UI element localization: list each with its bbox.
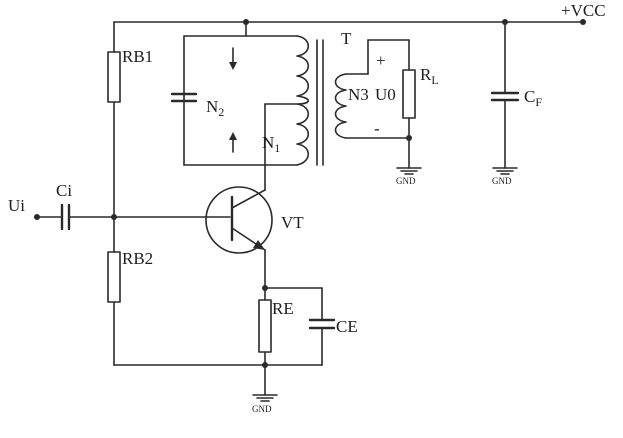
vcc-terminal xyxy=(580,19,586,25)
emitter-resistor-re xyxy=(258,299,272,353)
secondary-coil-n3 xyxy=(334,39,410,139)
ci-label: Ci xyxy=(56,181,72,200)
current-arrow-down-icon xyxy=(229,47,237,70)
rl-label: RL xyxy=(420,65,439,87)
gnd-label: GND xyxy=(252,404,272,414)
transformer-label: T xyxy=(341,29,352,48)
vt-label: VT xyxy=(281,213,304,232)
ground-symbol-icon xyxy=(396,167,422,175)
plus-sign: + xyxy=(376,51,386,70)
ground-symbol-icon xyxy=(252,394,278,402)
rb2-label: RB2 xyxy=(122,249,153,268)
filter-capacitor-cf xyxy=(490,21,520,169)
n3-label: N3 xyxy=(348,85,369,104)
input-terminal xyxy=(34,214,63,220)
bias-resistor-rb2 xyxy=(107,216,121,366)
bias-resistor-rb1 xyxy=(107,21,121,218)
vcc-label: +VCC xyxy=(561,1,606,20)
u0-label: U0 xyxy=(375,85,396,104)
load-resistor-rl xyxy=(402,39,416,169)
rb1-label: RB1 xyxy=(122,47,153,66)
gnd-label: GND xyxy=(396,176,416,186)
gnd-label: GND xyxy=(492,176,512,186)
coupling-capacitor-ci xyxy=(60,203,207,231)
tank-capacitor-n2 xyxy=(170,92,198,103)
emitter-network xyxy=(113,249,323,396)
emitter-capacitor-ce xyxy=(308,318,336,330)
minus-sign: - xyxy=(374,119,380,138)
transformer-core xyxy=(316,39,324,166)
current-arrow-up-icon xyxy=(229,132,237,153)
tank-circuit xyxy=(183,21,298,191)
n1-label: N1 xyxy=(262,133,280,155)
transistor-vt xyxy=(205,186,273,254)
cf-label: CF xyxy=(524,87,542,109)
ce-label: CE xyxy=(336,317,358,336)
re-label: RE xyxy=(272,299,294,318)
n2-label: N2 xyxy=(206,97,224,119)
vcc-rail xyxy=(113,19,586,25)
ground-symbol-icon xyxy=(492,167,518,175)
ui-label: Ui xyxy=(8,196,25,215)
primary-coil xyxy=(296,35,310,166)
